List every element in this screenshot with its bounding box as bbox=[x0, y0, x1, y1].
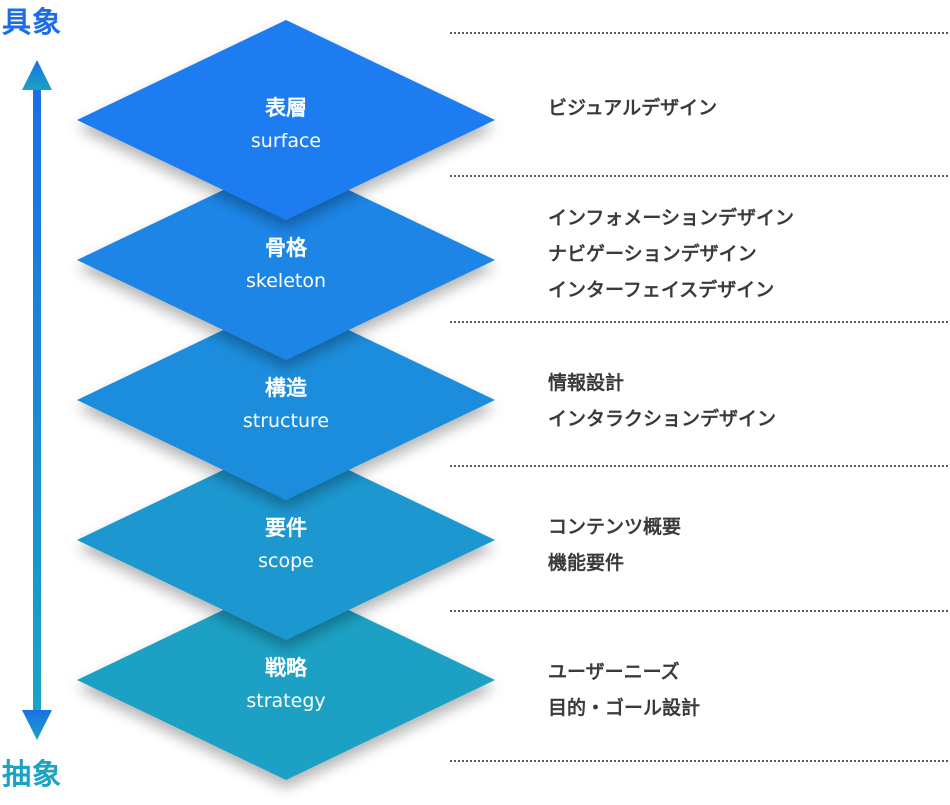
separator-line bbox=[450, 465, 948, 467]
axis-arrow bbox=[22, 60, 52, 740]
description-item: インフォメーションデザイン bbox=[548, 207, 795, 229]
description-item: インタラクションデザイン bbox=[548, 408, 777, 430]
layer-diamond-structure: 構造 structure bbox=[77, 300, 495, 500]
axis-top-label: 具象 bbox=[2, 5, 63, 39]
layer-diamond-surface: 表層 surface bbox=[77, 20, 495, 220]
layer-name: 構造 bbox=[265, 376, 308, 400]
layer-name: 戦略 bbox=[265, 656, 308, 680]
layer-description-strategy: ユーザーニーズ 目的・ゴール設計 bbox=[548, 654, 700, 726]
layer-name: 要件 bbox=[265, 516, 307, 540]
separator-line bbox=[450, 321, 948, 323]
axis-bottom-label: 抽象 bbox=[2, 757, 63, 791]
layer-english-name: strategy bbox=[246, 690, 325, 712]
separator-line bbox=[450, 175, 948, 177]
diamond-shape bbox=[77, 300, 495, 500]
description-item: ユーザーニーズ bbox=[548, 661, 680, 683]
description-item: インターフェイスデザイン bbox=[548, 279, 775, 301]
description-item: 目的・ゴール設計 bbox=[548, 697, 701, 719]
layer-english-name: surface bbox=[251, 130, 321, 152]
layer-name: 骨格 bbox=[265, 236, 308, 260]
layer-english-name: scope bbox=[258, 550, 314, 572]
layer-description-skeleton: インフォメーションデザイン ナビゲーションデザイン インターフェイスデザイン bbox=[548, 200, 794, 308]
diamond-shape bbox=[77, 580, 495, 780]
layer-english-name: skeleton bbox=[246, 270, 326, 292]
layer-description-structure: 情報設計 インタラクションデザイン bbox=[548, 365, 776, 437]
separator-line bbox=[450, 32, 948, 34]
description-item: 機能要件 bbox=[548, 552, 625, 574]
diamond-shape bbox=[77, 440, 495, 640]
separator-line bbox=[450, 760, 948, 762]
layer-description-scope: コンテンツ概要 機能要件 bbox=[548, 509, 681, 581]
separator-line bbox=[450, 610, 948, 612]
arrow-down-icon bbox=[22, 710, 52, 740]
layer-diamond-scope: 要件 scope bbox=[77, 440, 495, 640]
description-item: ビジュアルデザイン bbox=[548, 97, 718, 119]
layer-description-surface: ビジュアルデザイン bbox=[548, 90, 717, 126]
arrow-up-icon bbox=[22, 60, 52, 90]
layer-diamond-skeleton: 骨格 skeleton bbox=[77, 160, 495, 360]
description-item: ナビゲーションデザイン bbox=[548, 243, 757, 265]
diamond-shape bbox=[77, 20, 495, 220]
description-item: コンテンツ概要 bbox=[548, 516, 682, 538]
description-item: 情報設計 bbox=[548, 372, 625, 394]
layer-name: 表層 bbox=[265, 96, 307, 120]
diamond-shape bbox=[77, 160, 495, 360]
layer-english-name: structure bbox=[243, 410, 329, 432]
layer-diamond-strategy: 戦略 strategy bbox=[77, 580, 495, 780]
